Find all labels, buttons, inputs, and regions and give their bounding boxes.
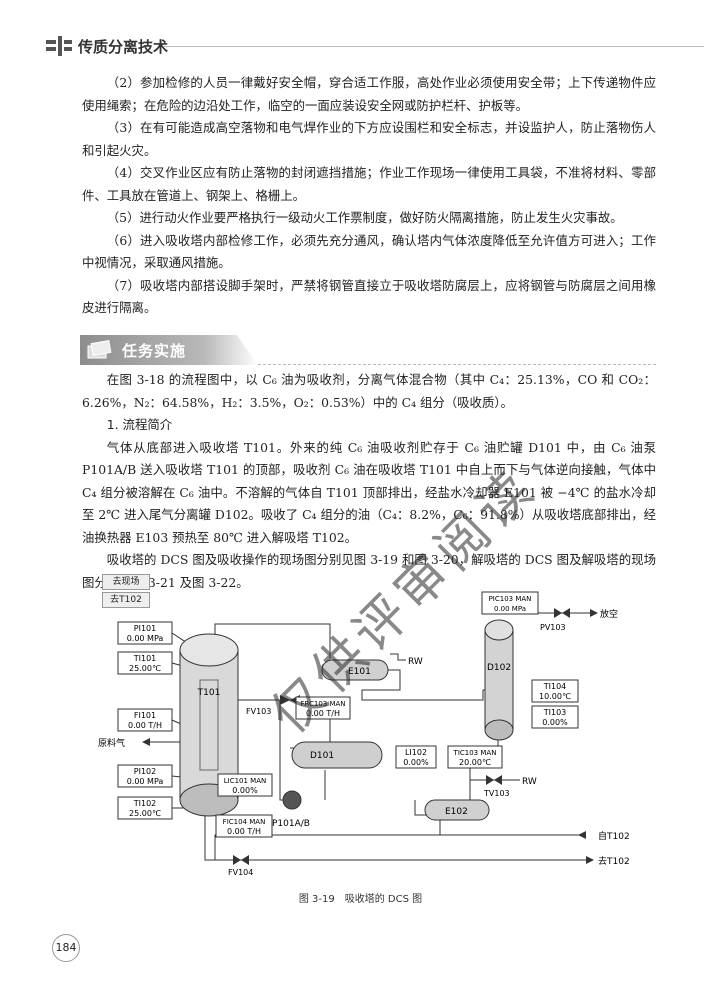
frc103-box[interactable]: FRC103 MAN 0.00 T/H	[295, 696, 351, 720]
vent-label: 放空	[600, 608, 618, 620]
p101-pump[interactable]: P101A/B	[272, 790, 310, 829]
fv103-valve[interactable]: FV103	[246, 695, 300, 716]
svg-text:0.00%: 0.00%	[232, 786, 258, 795]
safety-list: （2）参加检修的人员一律戴好安全帽，穿合适工作服，高处作业必须使用安全带；上下传…	[82, 72, 656, 320]
rw1-label: RW	[408, 657, 423, 667]
section-title: 任务实施	[122, 342, 187, 360]
section-rule	[258, 364, 656, 365]
ti101-box[interactable]: TI101 25.00℃	[117, 651, 173, 675]
rw2-label: RW	[522, 777, 537, 787]
t101-label: T101	[197, 688, 221, 698]
svg-text:FIC104 MAN: FIC104 MAN	[223, 818, 266, 826]
d102-drum[interactable]: D102	[484, 619, 514, 741]
from-t102-label: 自T102	[598, 830, 630, 842]
running-header: 传质分离技术	[44, 36, 704, 60]
paragraph: （3）在有可能造成高空落物和电气焊作业的下方应设围栏和安全标志，并设监护人，防止…	[82, 120, 656, 158]
svg-text:TI103: TI103	[543, 708, 567, 717]
svg-text:LI102: LI102	[405, 748, 427, 757]
e101-label: E101	[348, 667, 371, 677]
svg-text:PI101: PI101	[134, 624, 156, 633]
from-t102-arrow	[578, 831, 586, 839]
go-t102-button[interactable]: 去T102	[102, 592, 150, 608]
svg-text:0.00%: 0.00%	[542, 718, 568, 727]
d101-drum[interactable]: D101	[291, 741, 383, 769]
svg-text:0.00 T/H: 0.00 T/H	[128, 721, 162, 730]
svg-text:20.00℃: 20.00℃	[459, 758, 491, 767]
paragraph: 在图 3-18 的流程图中，以 C₆ 油为吸收剂，分离气体混合物（其中 C₄：2…	[82, 372, 656, 410]
fv103-label: FV103	[246, 707, 271, 716]
feed-label: 原料气	[98, 737, 125, 749]
e101-exchanger[interactable]: E101	[321, 659, 389, 681]
li102-box[interactable]: LI102 0.00%	[395, 745, 437, 769]
e102-exchanger[interactable]: E102	[424, 799, 490, 821]
bottom-to-t102	[204, 815, 586, 861]
paragraph: （4）交叉作业区应有防止落物的封闭遮挡措施；作业工作现场一律使用工具袋，不准将材…	[82, 165, 656, 203]
paragraph: （2）参加检修的人员一律戴好安全帽，穿合适工作服，高处作业必须使用安全带；上下传…	[82, 75, 656, 113]
svg-text:10.00℃: 10.00℃	[539, 692, 571, 701]
page-number: 184	[52, 934, 80, 962]
section-banner: 任务实施	[80, 335, 258, 365]
fv104-valve[interactable]: FV104	[228, 855, 253, 877]
svg-text:TI102: TI102	[133, 799, 157, 808]
to-e102	[414, 800, 430, 816]
svg-text:0.00 MPa: 0.00 MPa	[127, 777, 164, 786]
e102-label: E102	[445, 807, 468, 817]
tv103-valve[interactable]: TV103	[483, 775, 510, 798]
to-t102-arrow	[586, 856, 594, 864]
fic104-box[interactable]: FIC104 MAN 0.00 T/H	[215, 814, 273, 838]
svg-text:FRC103 MAN: FRC103 MAN	[300, 700, 345, 708]
dcs-diagram: T101 E101 D102 D101 P101A/B E102 FV103 F…	[98, 591, 630, 877]
d102-label: D102	[487, 663, 511, 673]
e101-to-d102-pipe	[361, 669, 490, 701]
paragraph: （6）进入吸收塔内部检修工作，必须先充分通风，确认塔内气体浓度降低至允许值方可进…	[82, 232, 656, 271]
svg-text:FI101: FI101	[134, 711, 156, 720]
svg-text:25.00℃: 25.00℃	[129, 809, 161, 818]
book-title: 传质分离技术	[78, 38, 169, 56]
task-content: 在图 3-18 的流程图中，以 C₆ 油为吸收剂，分离气体混合物（其中 C₄：2…	[82, 369, 656, 594]
ti102-box[interactable]: TI102 25.00℃	[117, 796, 173, 820]
svg-text:0.00 MPa: 0.00 MPa	[127, 634, 164, 643]
to-t102-label: 去T102	[598, 855, 630, 867]
fi101-box[interactable]: FI101 0.00 T/H	[117, 708, 173, 732]
ti104-box[interactable]: TI104 10.00℃	[531, 679, 579, 703]
pv103-valve[interactable]: PV103	[540, 608, 570, 632]
pic103-box[interactable]: PIC103 MAN 0.00 MPa	[481, 591, 539, 615]
paragraph: （7）吸收塔内部搭设脚手架时，严禁将钢管直接立于吸收塔防腐层上，应将钢管与防腐层…	[82, 277, 656, 316]
go-field-button[interactable]: 去现场	[102, 574, 150, 590]
svg-text:PIC103 MAN: PIC103 MAN	[489, 595, 532, 603]
p101-label: P101A/B	[272, 819, 310, 829]
feed-arrow	[142, 738, 150, 746]
ti103-box[interactable]: TI103 0.00%	[531, 705, 579, 729]
svg-text:LIC101 MAN: LIC101 MAN	[224, 777, 267, 785]
d101-label: D101	[310, 751, 334, 761]
lic101-box[interactable]: LIC101 MAN 0.00%	[217, 773, 273, 797]
vent-arrow	[590, 609, 598, 617]
book-logo-icon	[46, 36, 72, 56]
subsection-heading: 1. 流程简介	[106, 417, 173, 432]
svg-text:0.00 MPa: 0.00 MPa	[494, 605, 526, 613]
svg-text:0.00 T/H: 0.00 T/H	[306, 709, 340, 718]
rw1-line	[390, 653, 406, 661]
svg-text:TIC103 MAN: TIC103 MAN	[453, 749, 497, 757]
svg-text:TI101: TI101	[133, 654, 157, 663]
svg-text:25.00℃: 25.00℃	[129, 664, 161, 673]
pi102-box[interactable]: PI102 0.00 MPa	[117, 764, 173, 788]
svg-text:0.00 T/H: 0.00 T/H	[227, 827, 261, 836]
svg-text:0.00%: 0.00%	[403, 758, 429, 767]
svg-text:PI102: PI102	[134, 767, 156, 776]
paragraph: （5）进行动火作业要严格执行一级动火工作票制度，做好防火隔离措施，防止发生火灾事…	[106, 210, 623, 225]
pi101-box[interactable]: PI101 0.00 MPa	[117, 621, 173, 645]
svg-text:TI104: TI104	[543, 682, 567, 691]
tic103-box[interactable]: TIC103 MAN 20.00℃	[447, 745, 503, 769]
header-rule	[164, 46, 704, 47]
pv103-label: PV103	[540, 623, 566, 632]
stacked-cards-icon	[87, 340, 112, 359]
figure-caption: 图 3-19 吸收塔的 DCS 图	[298, 894, 423, 905]
paragraph: 气体从底部进入吸收塔 T101。外来的纯 C₆ 油吸收剂贮存于 C₆ 油贮罐 D…	[82, 439, 656, 545]
tv103-label: TV103	[483, 789, 510, 798]
from-t102-line	[214, 834, 585, 860]
fv104-label: FV104	[228, 868, 253, 877]
